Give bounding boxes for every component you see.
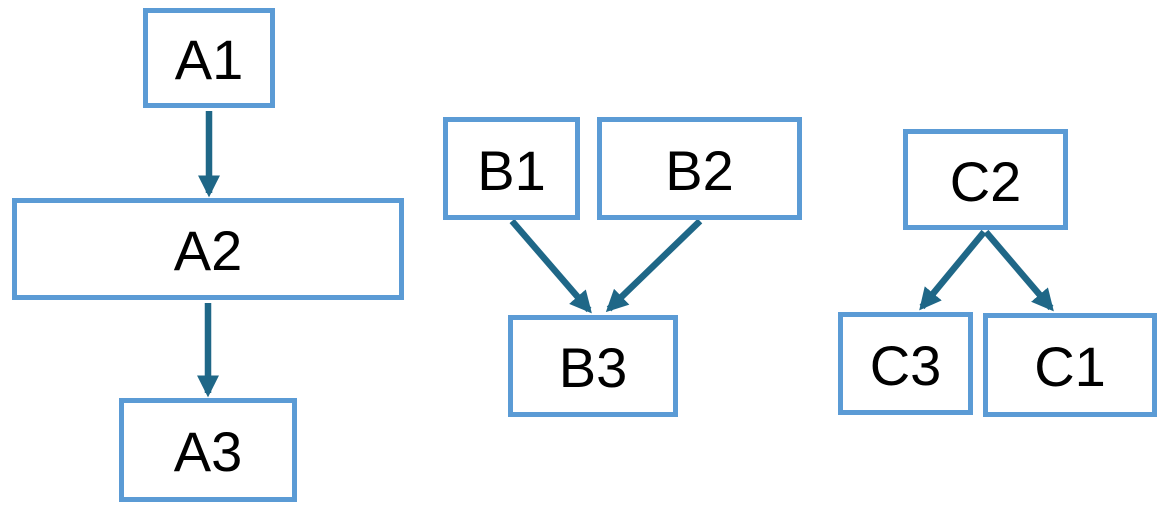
node-a2[interactable]: A2	[12, 198, 404, 300]
node-c3[interactable]: C3	[838, 312, 973, 415]
node-b2[interactable]: B2	[597, 117, 802, 220]
node-b2-label: B2	[665, 138, 734, 202]
node-a2-label: A2	[173, 219, 243, 282]
node-a1-label: A1	[174, 28, 244, 91]
arrow-c2-c1	[983, 229, 1054, 312]
node-c3-label: C3	[869, 333, 942, 397]
arrow-b1-b3	[509, 218, 592, 314]
node-c2-label: C2	[949, 149, 1022, 213]
node-b1[interactable]: B1	[443, 117, 580, 220]
arrow-c2-c3	[919, 229, 987, 311]
node-a3[interactable]: A3	[119, 398, 297, 502]
node-c1[interactable]: C1	[983, 313, 1157, 417]
arrow-b2-b3	[605, 218, 703, 313]
node-a3-label: A3	[173, 420, 243, 483]
node-c1-label: C1	[1034, 335, 1106, 398]
node-a1[interactable]: A1	[143, 8, 275, 108]
node-b3[interactable]: B3	[508, 315, 678, 417]
node-b1-label: B1	[477, 138, 546, 202]
node-b3-label: B3	[558, 336, 628, 399]
node-c2[interactable]: C2	[903, 129, 1068, 230]
